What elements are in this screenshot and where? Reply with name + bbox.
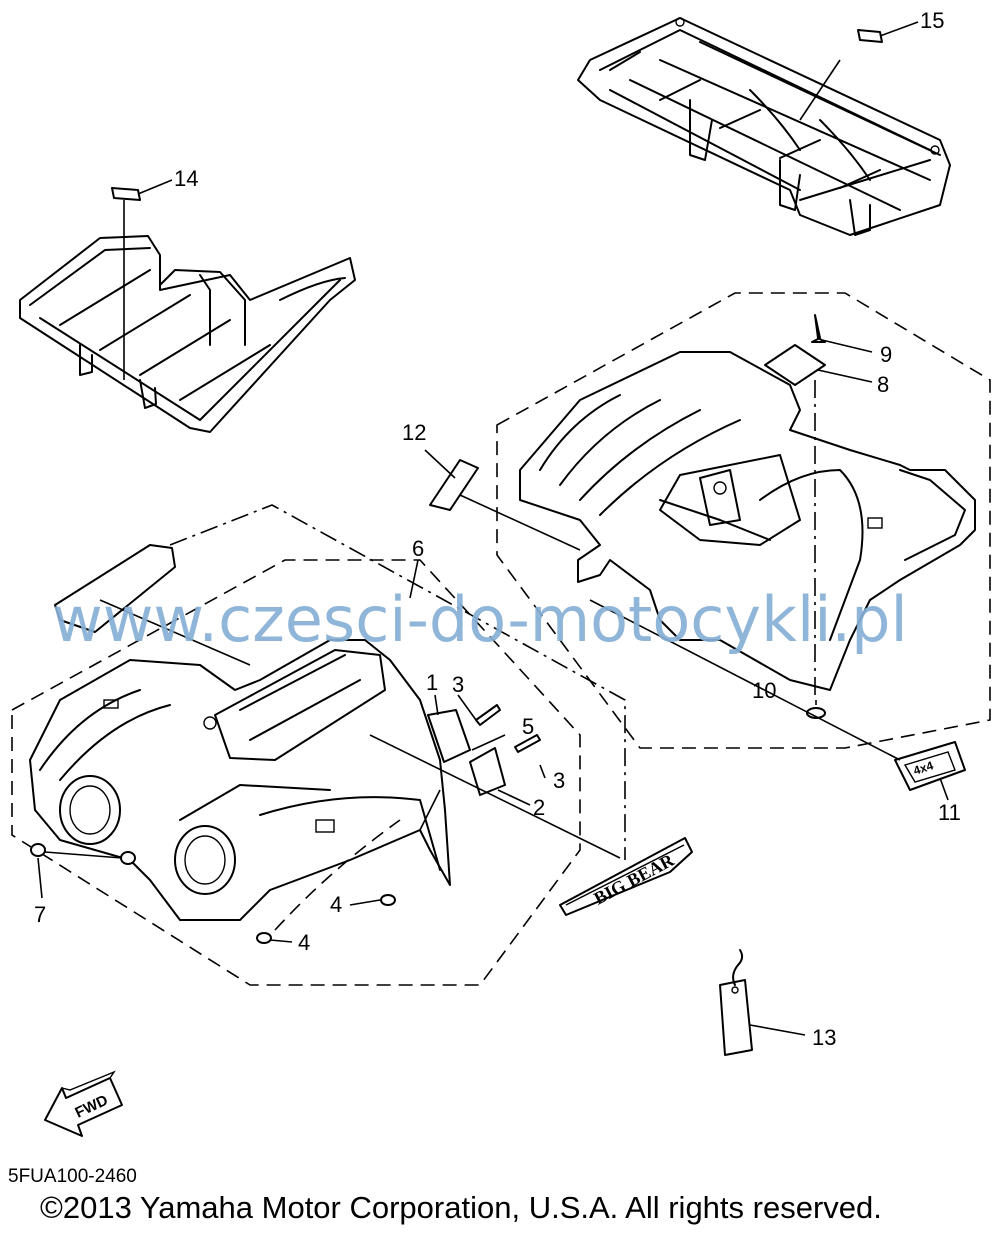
callout-11: 11: [938, 800, 961, 825]
carrier-label-15: [857, 29, 883, 43]
rear-carrier: [577, 17, 951, 236]
rivet-3-lower: [514, 734, 541, 753]
rear-fender-group-outline: [496, 292, 991, 749]
callout-10: 10: [752, 678, 776, 703]
part-6-line: [169, 504, 626, 860]
copyright-notice: ©2013 Yamaha Motor Corporation, U.S.A. A…: [40, 1190, 882, 1225]
callout-6: 6: [412, 536, 424, 561]
front-carrier: [19, 235, 356, 433]
callout-7: 7: [34, 902, 46, 927]
rivet-3-upper: [475, 704, 501, 726]
fwd-arrow: FWD: [44, 1070, 123, 1137]
callout-8: 8: [877, 372, 889, 397]
rivet-9: [811, 314, 826, 343]
carrier-label-14: [111, 187, 141, 201]
watermark: www.czesci-do-motocykli.pl: [52, 583, 908, 656]
front-fender: [29, 639, 451, 921]
callout-4-right: 4: [330, 892, 342, 917]
callout-13: 13: [812, 1025, 836, 1050]
plate-1: [427, 709, 471, 763]
four-by-four-text: 4x4: [912, 758, 936, 778]
callout-4-left: 4: [298, 930, 310, 955]
grommet-4-right: [380, 894, 396, 906]
plate-8: [764, 344, 826, 386]
tag-13: [719, 949, 753, 1056]
callout-5: 5: [522, 714, 534, 739]
callout-15: 15: [920, 8, 944, 33]
grommet-10: [806, 707, 826, 719]
callout-3-upper: 3: [452, 672, 464, 697]
diagram-code: 5FUA100-2460: [8, 1166, 137, 1187]
front-fender-group-outline: [11, 559, 581, 986]
plug-7: [30, 843, 46, 857]
front-flap: [54, 544, 176, 633]
callout-9: 9: [880, 342, 892, 367]
callout-12: 12: [402, 420, 426, 445]
rear-fender: [519, 351, 976, 691]
plate-2: [469, 747, 506, 796]
callout-3-lower: 3: [553, 768, 565, 793]
big-bear-text: BIG BEAR: [590, 849, 678, 908]
grommet-4-left: [256, 932, 272, 944]
label-12: [429, 459, 479, 511]
callout-1: 1: [426, 670, 438, 695]
callout-2: 2: [533, 795, 545, 820]
callout-14: 14: [174, 166, 198, 191]
